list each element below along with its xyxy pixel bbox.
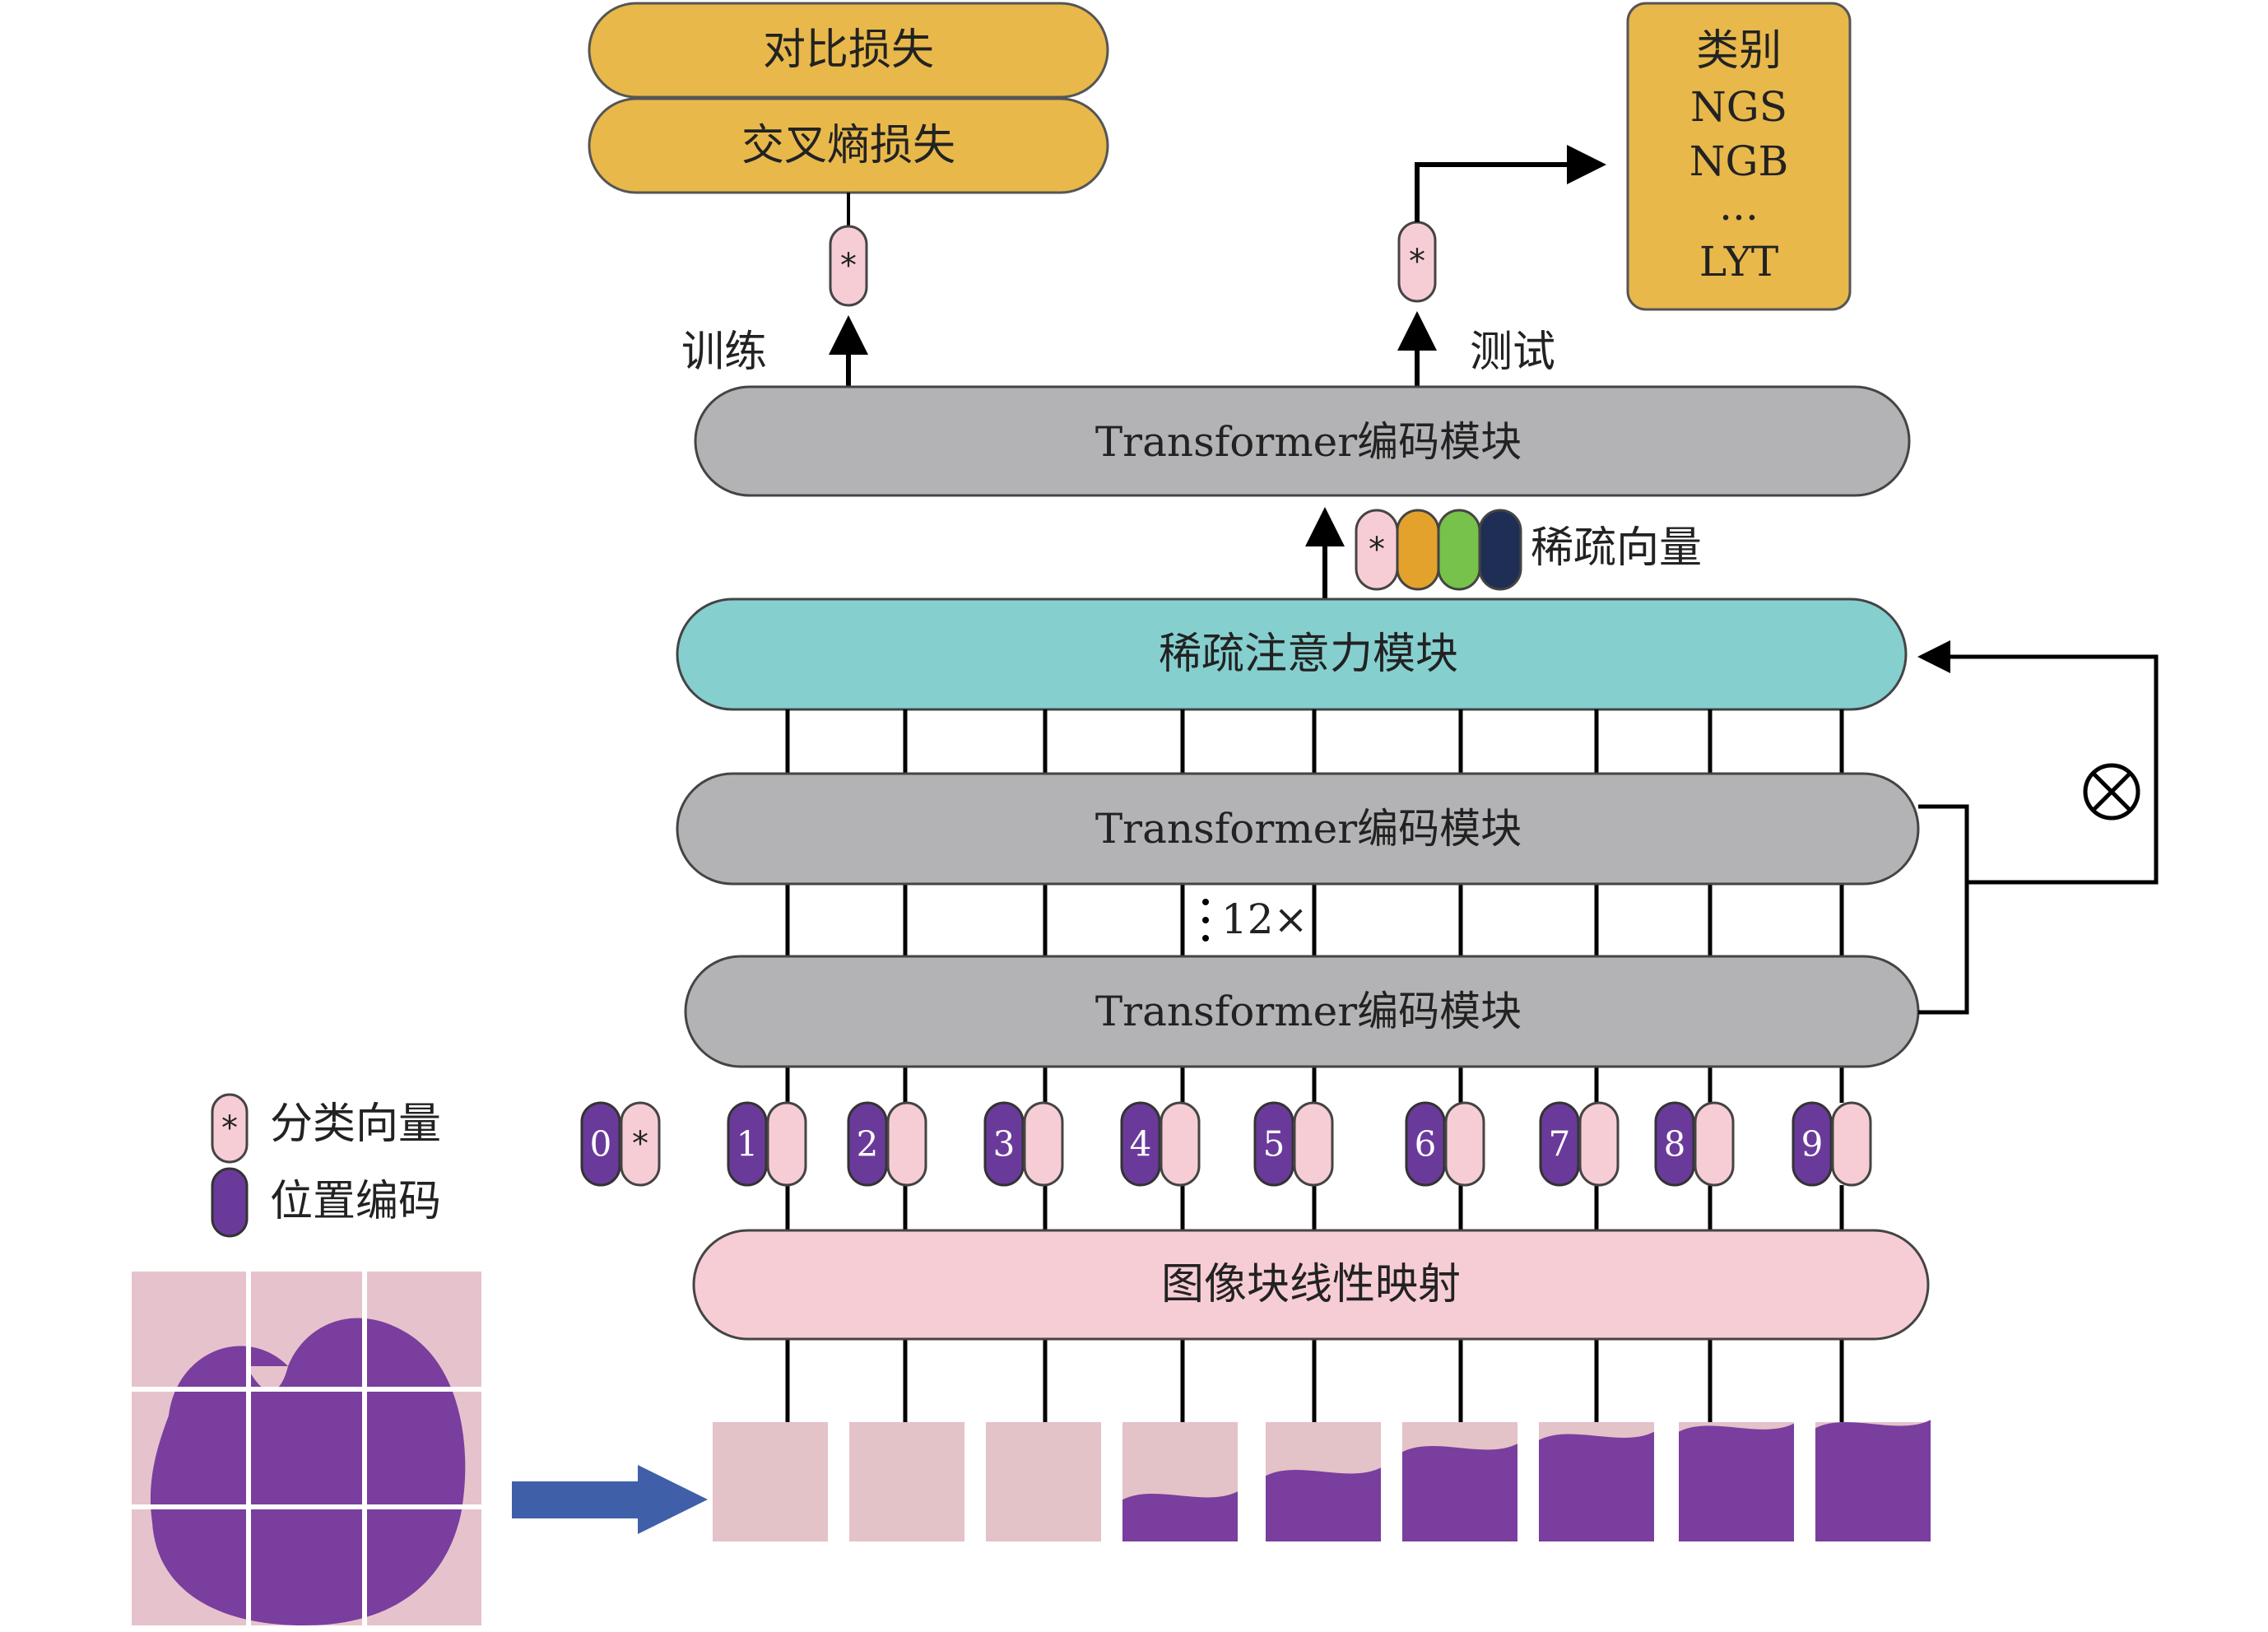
test-to-class-arrow [1415,145,1606,222]
token-index: 6 [1415,1124,1437,1165]
contrastive-loss-box: 对比损失 [588,2,1109,99]
image-patch [1539,1422,1654,1541]
token-index: 3 [993,1124,1015,1165]
encoder-lower-label: Transformer编码模块 [1095,988,1522,1035]
patch-token [1160,1101,1201,1187]
patch-token [766,1101,807,1187]
token-pair: 4 [1120,1101,1201,1187]
patch-token [1578,1101,1620,1187]
token-index: 5 [1263,1124,1285,1165]
class-vector-symbol: * [632,1125,648,1163]
class-vector-token [620,1101,661,1187]
token-pair: 1 [727,1101,807,1187]
class-title: 类别 [1696,26,1782,76]
token-index: 9 [1801,1124,1824,1165]
legend-class-vector-label: 分类向量 [270,1100,441,1149]
svg-text:*: * [221,1109,238,1147]
test-label: 测试 [1470,328,1555,377]
position-encoding-token [1539,1101,1580,1187]
token-index: 4 [1130,1124,1152,1165]
train-cls-token: * [829,225,868,307]
patch-token [1694,1101,1735,1187]
cross-entropy-loss-box: 交叉熵损失 [588,97,1109,194]
token-index: 2 [857,1124,879,1165]
feedback-loop-arrow [1917,640,2159,885]
svg-text:*: * [840,247,857,285]
svg-text:*: * [1409,243,1425,281]
position-encoding-token [727,1101,768,1187]
image-patch [1815,1420,1931,1541]
patch-token [1023,1101,1064,1187]
token-pair: 3 [983,1101,1064,1187]
sparse-vector-label: 稀疏向量 [1531,523,1702,573]
train-label: 训练 [681,328,767,377]
position-encoding-token [1654,1101,1695,1187]
token-pair: 0* [580,1101,661,1187]
position-encoding-token [847,1101,888,1187]
class-item: NGB [1689,137,1788,185]
position-encoding-token [1405,1101,1446,1187]
class-item: NGS [1690,83,1787,131]
patch-token [1444,1101,1485,1187]
token-index: 0 [590,1124,612,1165]
image-patch [713,1422,828,1541]
test-cls-token: * [1397,221,1437,303]
image-patch [849,1422,964,1541]
sparse-attention-label: 稀疏注意力模块 [1159,630,1458,679]
transformer-encoder-upper: Transformer编码模块 [676,772,1920,886]
patch-token [886,1101,927,1187]
cross-entropy-loss-label: 交叉熵损失 [741,121,955,170]
token-pair: 9 [1792,1101,1872,1187]
position-encoding-token [983,1101,1025,1187]
transformer-encoder-lower: Transformer编码模块 [684,955,1920,1068]
position-encoding-token [1792,1101,1833,1187]
image-patch [1402,1422,1517,1541]
class-output-box: 类别 NGS NGB ... LYT [1626,2,1852,311]
top-transformer-encoder: Transformer编码模块 [694,385,1911,497]
encoder-upper-label: Transformer编码模块 [1095,805,1522,853]
legend-class-vector-swatch: * [211,1093,249,1164]
image-patch [1679,1422,1794,1541]
input-image [132,1272,481,1625]
patch-token [1831,1101,1872,1187]
position-encoding-token [1253,1101,1294,1187]
patch-token [1293,1101,1334,1187]
patch-split-arrow [512,1465,708,1534]
token-pair: 2 [847,1101,927,1187]
class-item: ... [1719,182,1759,230]
token-pair: 7 [1539,1101,1620,1187]
image-patch [1266,1422,1381,1541]
class-item: LYT [1699,238,1778,286]
image-patch [1122,1422,1238,1541]
sparse-attention-module: 稀疏注意力模块 [676,597,1908,711]
feedback-bracket [1918,804,1969,1015]
repeat-indicator: 12× [1202,895,1308,943]
token-pair: 5 [1253,1101,1334,1187]
token-pair: 6 [1405,1101,1485,1187]
patch-row [713,1420,1931,1541]
contrastive-loss-label: 对比损失 [763,26,934,75]
legend-position-encoding-swatch [211,1167,249,1238]
sparse-vector: * [1355,509,1522,591]
image-patch [986,1422,1101,1541]
token-index: 8 [1664,1124,1686,1165]
legend: * 分类向量 位置编码 [211,1093,441,1238]
patch-embedding-module: 图像块线性映射 [692,1229,1930,1341]
position-encoding-token [1120,1101,1161,1187]
multiply-operator [2083,763,2140,821]
svg-text:*: * [1369,531,1385,569]
token-index: 1 [737,1124,759,1165]
repeat-label: 12× [1221,895,1308,943]
token-index: 7 [1549,1124,1571,1165]
legend-position-encoding-label: 位置编码 [270,1177,441,1226]
position-encoding-token [580,1101,621,1187]
top-encoder-label: Transformer编码模块 [1095,418,1522,466]
patch-embedding-label: 图像块线性映射 [1161,1260,1461,1309]
connection-lines [785,709,1844,1422]
token-pair: 8 [1654,1101,1735,1187]
